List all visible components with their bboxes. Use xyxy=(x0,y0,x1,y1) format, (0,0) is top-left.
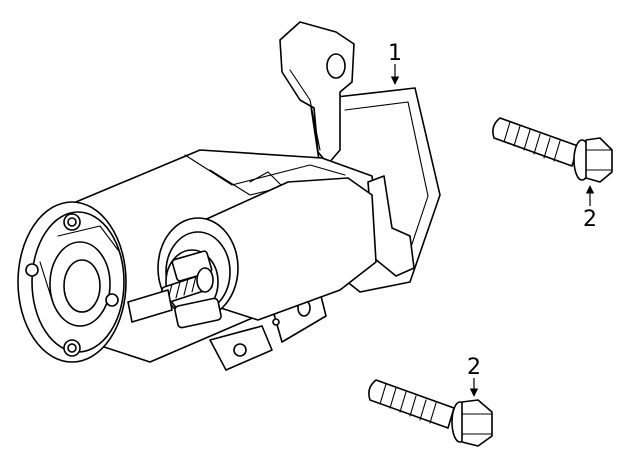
starter-motor xyxy=(17,21,441,371)
callout-label-2-lower: 2 xyxy=(467,355,481,380)
lower-bolt xyxy=(368,379,493,447)
callout-2-lower: 2 xyxy=(467,355,481,397)
callout-label-1: 1 xyxy=(388,41,402,66)
callout-label-2-upper: 2 xyxy=(583,207,597,232)
upper-bolt xyxy=(492,117,613,183)
callout-2-upper: 2 xyxy=(583,185,597,232)
callout-1: 1 xyxy=(388,41,402,85)
